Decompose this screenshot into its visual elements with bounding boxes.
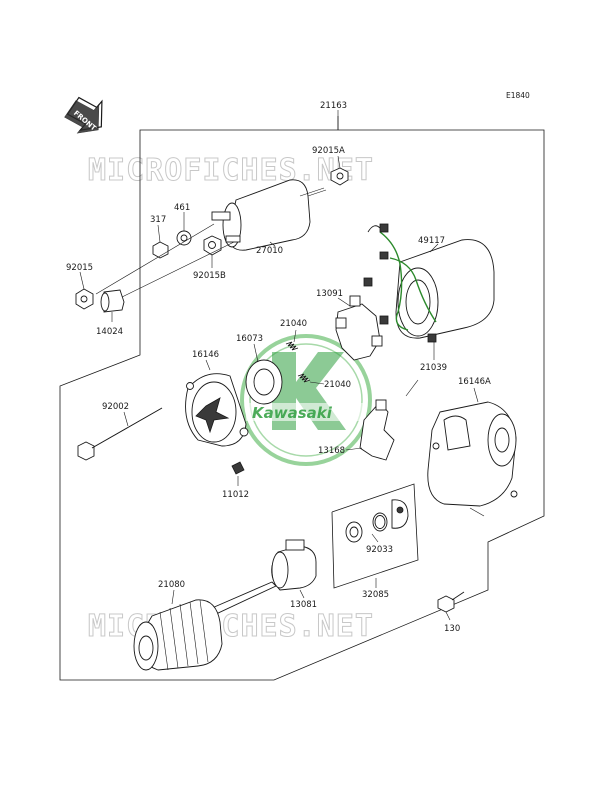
label-16146: 16146 (192, 350, 219, 360)
label-92002: 92002 (102, 402, 129, 412)
label-317: 317 (150, 215, 166, 225)
label-92033: 92033 (366, 545, 393, 555)
part-317-nut (152, 224, 169, 259)
front-arrow-icon: FRONT (64, 96, 103, 134)
part-92002-bolt (77, 407, 163, 461)
label-13168: 13168 (318, 446, 345, 456)
watermark-top: MICROFICHES.NET (88, 153, 374, 188)
part-27010-solenoid (211, 179, 327, 251)
label-130: 130 (444, 624, 460, 634)
label-92015B: 92015B (193, 271, 226, 281)
label-21163: 21163 (320, 101, 347, 111)
part-92015B-nut (203, 235, 222, 268)
part-11012-key (231, 461, 245, 486)
label-11012: 11012 (222, 490, 249, 500)
part-16073-plate (245, 343, 283, 405)
watermark-bottom: MICROFICHES.NET (88, 609, 374, 644)
label-92015: 92015 (66, 263, 93, 273)
part-16146-end-cover (185, 359, 249, 447)
label-49117: 49117 (418, 236, 445, 246)
kawasaki-logo-icon: Kawasaki (240, 334, 372, 466)
part-21040-spring-b (297, 373, 325, 385)
part-92015-nut (75, 271, 94, 310)
part-461-washer (176, 212, 192, 246)
label-21039: 21039 (420, 363, 447, 373)
label-92015A: 92015A (312, 146, 345, 156)
brand-logo-text: Kawasaki (252, 404, 333, 422)
part-21080-armature (133, 581, 277, 671)
label-27010: 27010 (256, 246, 283, 256)
part-32085-kit-box (331, 483, 419, 589)
part-13081-pinion (271, 539, 317, 599)
label-16073: 16073 (236, 334, 263, 344)
label-21040-b: 21040 (324, 380, 351, 390)
part-49117-yoke (363, 223, 495, 360)
part-130-bolt (437, 591, 465, 621)
label-21080: 21080 (158, 580, 185, 590)
part-13091-brush-holder (335, 295, 383, 361)
part-13168-plate (345, 399, 395, 461)
label-21040-a: 21040 (280, 319, 307, 329)
part-21040-spring-a (285, 329, 299, 351)
diagram-code: E1840 (506, 91, 530, 100)
label-461: 461 (174, 203, 190, 213)
label-14024: 14024 (96, 327, 123, 337)
assembly-frame (59, 110, 545, 681)
part-14024-boot (100, 289, 125, 322)
label-16146A: 16146A (458, 377, 491, 387)
label-32085: 32085 (362, 590, 389, 600)
part-16146A-housing (427, 387, 518, 507)
label-13081: 13081 (290, 600, 317, 610)
label-13091: 13091 (316, 289, 343, 299)
part-92015A-nut (330, 155, 349, 186)
